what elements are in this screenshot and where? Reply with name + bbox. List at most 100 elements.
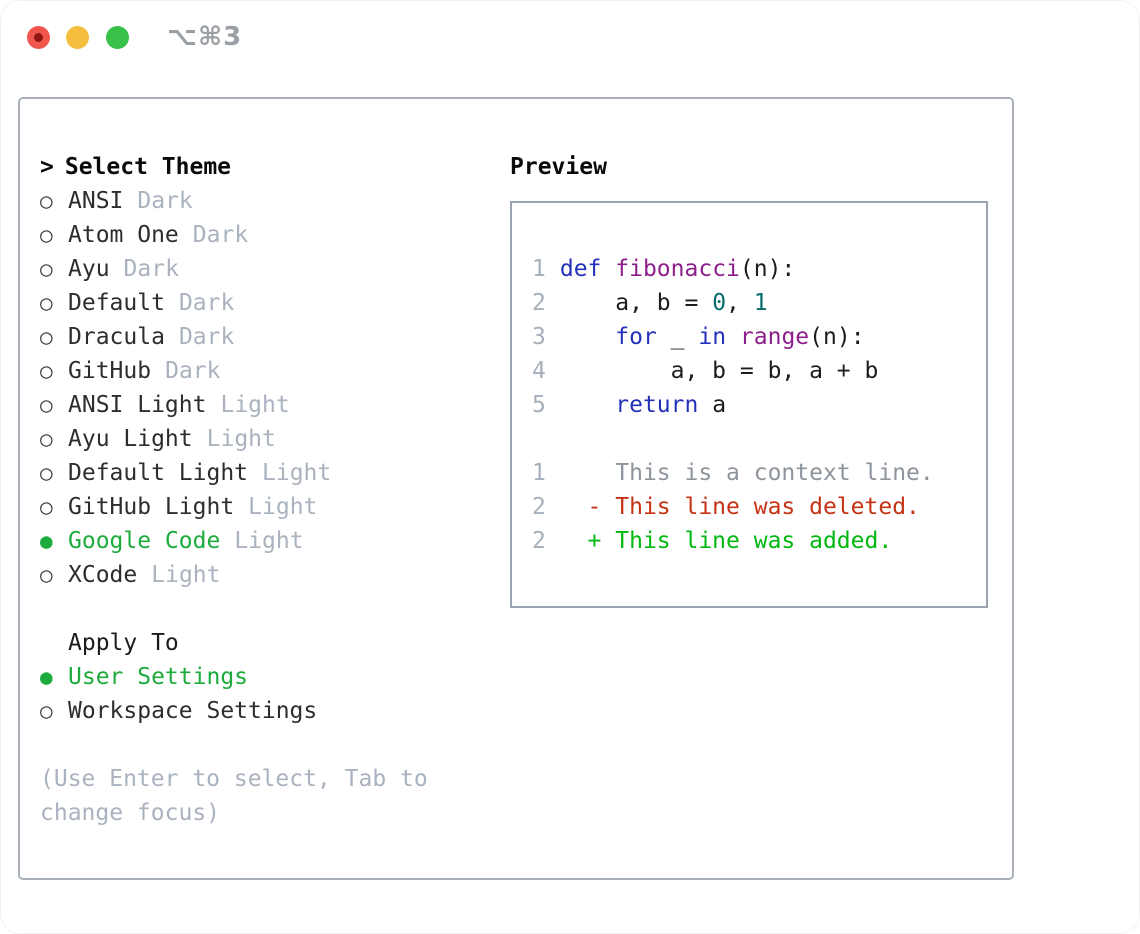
code-token xyxy=(601,256,615,282)
radio-icon: ○ xyxy=(40,495,53,519)
radio-icon: ○ xyxy=(40,699,53,723)
apply-option-name: Workspace Settings xyxy=(68,698,318,724)
theme-variant-label: Light xyxy=(220,392,290,418)
theme-variant-label: Light xyxy=(262,460,332,486)
blank-line xyxy=(532,422,986,456)
diff-preview: 1 This is a context line. 2 - This line w… xyxy=(532,456,986,558)
code-token: 0 xyxy=(712,290,727,316)
diff-text: This is a context line. xyxy=(559,460,934,486)
radio-icon: ○ xyxy=(40,359,53,383)
theme-name: Default xyxy=(68,290,165,316)
select-theme-header: > Select Theme xyxy=(40,150,428,184)
theme-name: XCode xyxy=(68,562,138,588)
code-token: (n): xyxy=(809,324,865,350)
code-line: 4 a, b = b, a + b xyxy=(532,354,986,388)
select-theme-title: Select Theme xyxy=(64,154,232,180)
window-title: ⌥⌘3 xyxy=(167,22,243,52)
theme-option[interactable]: ○ ANSI Light Light xyxy=(40,388,428,422)
diff-line: 2 - This line was deleted. xyxy=(532,490,986,524)
code-line: 3 for _ in range(n): xyxy=(532,320,986,354)
code-token xyxy=(726,324,740,350)
code-token: (n): xyxy=(739,256,796,282)
code-token: fibonacci xyxy=(615,256,740,282)
code-token: a xyxy=(698,392,727,418)
radio-icon: ○ xyxy=(40,461,53,485)
apply-to-list: ● User Settings ○ Workspace Settings xyxy=(40,660,428,728)
diff-text: + This line was added. xyxy=(559,528,893,554)
line-number: 2 xyxy=(532,494,546,520)
theme-option[interactable]: ○ GitHub Dark xyxy=(40,354,428,388)
radio-icon: ○ xyxy=(40,563,53,587)
theme-option[interactable]: ○ Ayu Light Light xyxy=(40,422,428,456)
code-token: for xyxy=(615,324,657,350)
preview-header: Preview xyxy=(510,154,607,180)
apply-option-name: User Settings xyxy=(68,664,249,690)
spacer xyxy=(40,728,428,762)
radio-icon: ○ xyxy=(40,257,53,281)
theme-variant-label: Light xyxy=(206,426,276,452)
code-token xyxy=(560,392,615,418)
theme-variant-label: Dark xyxy=(165,358,221,384)
code-token: , xyxy=(726,290,754,316)
theme-name: Atom One xyxy=(68,222,179,248)
theme-variant-label: Dark xyxy=(192,222,249,248)
theme-name: GitHub Light xyxy=(68,494,235,520)
theme-name: Ayu xyxy=(68,256,110,282)
theme-option[interactable]: ● Google Code Light xyxy=(40,524,428,558)
theme-variant-label: Light xyxy=(234,528,304,554)
code-line: 1 def fibonacci(n): xyxy=(532,252,986,286)
radio-icon: ○ xyxy=(40,393,53,417)
theme-variant-label: Dark xyxy=(137,188,193,214)
theme-name: GitHub xyxy=(68,358,152,384)
code-token: 1 xyxy=(753,290,768,316)
apply-option[interactable]: ● User Settings xyxy=(40,660,428,694)
code-line: 5 return a xyxy=(532,388,986,422)
help-text-line-2: change focus) xyxy=(40,800,221,826)
code-token: a, b = xyxy=(559,290,713,316)
theme-option[interactable]: ○ XCode Light xyxy=(40,558,428,592)
diff-line: 2 + This line was added. xyxy=(532,524,986,558)
theme-option[interactable]: ○ Atom One Dark xyxy=(40,218,428,252)
theme-name: Ayu Light xyxy=(68,426,193,452)
theme-variant-label: Light xyxy=(151,562,221,588)
theme-name: ANSI xyxy=(68,188,124,214)
minimize-button[interactable] xyxy=(66,26,89,49)
radio-selected-icon: ● xyxy=(40,529,53,553)
radio-icon: ○ xyxy=(40,427,53,451)
theme-variant-label: Dark xyxy=(123,256,179,282)
theme-option[interactable]: ○ Ayu Dark xyxy=(40,252,428,286)
code-token: in xyxy=(698,324,727,350)
line-number: 5 xyxy=(532,392,546,418)
close-button[interactable] xyxy=(27,26,50,49)
radio-icon: ○ xyxy=(40,223,53,247)
theme-name: Google Code xyxy=(68,528,221,554)
code-token: def xyxy=(559,256,602,282)
line-number: 2 xyxy=(532,528,546,554)
theme-name: ANSI Light xyxy=(68,392,207,418)
radio-selected-icon: ● xyxy=(40,665,53,689)
apply-to-header: Apply To xyxy=(68,630,179,656)
zoom-button[interactable] xyxy=(106,26,129,49)
line-number: 1 xyxy=(532,256,546,282)
code-token: a, b = b, a + b xyxy=(559,358,879,384)
line-number: 4 xyxy=(532,358,546,384)
theme-name: Dracula xyxy=(68,324,165,350)
apply-option[interactable]: ○ Workspace Settings xyxy=(40,694,428,728)
window-titlebar: ⌥⌘3 xyxy=(0,0,1140,74)
line-number: 1 xyxy=(532,460,546,486)
code-line: 2 a, b = 0, 1 xyxy=(532,286,986,320)
diff-text: - This line was deleted. xyxy=(559,494,920,520)
prompt-icon: > xyxy=(40,154,54,180)
code-token: return xyxy=(615,392,699,418)
theme-variant-label: Dark xyxy=(178,290,235,316)
